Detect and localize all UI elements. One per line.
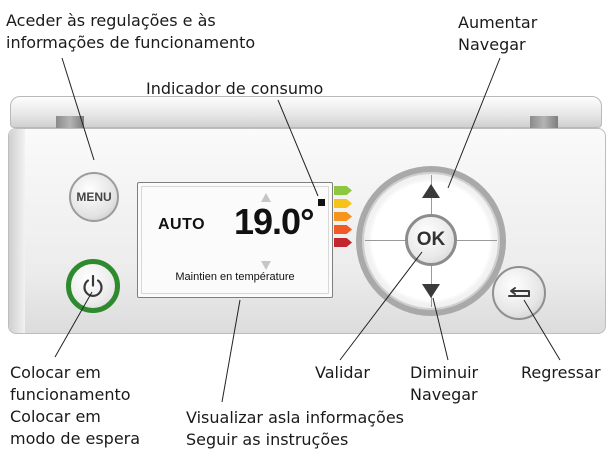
increase-button[interactable] bbox=[413, 176, 449, 206]
consumption-leader-line bbox=[277, 99, 319, 197]
temperature-value: 19.0° bbox=[234, 201, 314, 242]
power-callout: Colocar em funcionamento Colocar em modo… bbox=[10, 362, 140, 450]
display-callout: Visualizar asla informações Seguir as in… bbox=[186, 407, 404, 451]
down-arrow-icon bbox=[422, 284, 440, 298]
power-callout-line3: Colocar em bbox=[10, 407, 101, 426]
consumption-level-bar bbox=[334, 186, 352, 195]
panel-edge bbox=[9, 129, 25, 333]
settings-callout-line2: informações de funcionamento bbox=[6, 33, 256, 52]
consumption-level-bar bbox=[334, 225, 352, 234]
decrease-callout-line1: Diminuir bbox=[410, 363, 479, 382]
power-icon bbox=[83, 274, 103, 297]
decrease-callout: Diminuir Navegar bbox=[410, 362, 478, 406]
consumption-level-bar bbox=[334, 212, 352, 221]
increase-callout-line2: Navegar bbox=[458, 35, 526, 54]
menu-button[interactable]: MENU bbox=[69, 172, 119, 222]
screen-up-arrow-icon bbox=[261, 193, 271, 202]
status-message: Maintien en température bbox=[175, 271, 295, 283]
return-arrow-icon bbox=[508, 287, 530, 297]
lcd-screen: AUTO 19.0° Maintien en température bbox=[137, 182, 333, 298]
settings-leader-line bbox=[61, 57, 95, 161]
increase-leader-line bbox=[447, 57, 501, 189]
back-leader-line bbox=[523, 299, 561, 361]
lcd-screen-bezel bbox=[141, 186, 329, 294]
increase-callout: Aumentar Navegar bbox=[458, 12, 537, 56]
display-callout-line1: Visualizar asla informações bbox=[186, 408, 405, 427]
validate-callout: Validar bbox=[315, 363, 370, 382]
decrease-button[interactable] bbox=[413, 276, 449, 306]
wall-bracket bbox=[10, 96, 602, 128]
power-leader-line bbox=[54, 291, 93, 358]
power-callout-line1: Colocar em bbox=[10, 363, 101, 382]
increase-callout-line1: Aumentar bbox=[458, 13, 538, 32]
power-button[interactable] bbox=[66, 259, 120, 313]
settings-callout-line1: Aceder às regulações e às bbox=[6, 11, 216, 30]
display-leader-line bbox=[221, 299, 241, 403]
consumption-level-bar bbox=[334, 199, 352, 208]
power-callout-line2: funcionamento bbox=[10, 385, 131, 404]
decrease-leader-line bbox=[432, 297, 449, 361]
ok-button[interactable]: OK bbox=[405, 214, 457, 266]
back-callout: Regressar bbox=[521, 363, 601, 382]
screen-down-arrow-icon bbox=[261, 261, 271, 270]
back-button[interactable] bbox=[492, 266, 546, 320]
decrease-callout-line2: Navegar bbox=[410, 385, 478, 404]
up-arrow-icon bbox=[422, 184, 440, 198]
consumption-marker bbox=[318, 199, 325, 206]
display-callout-line2: Seguir as instruções bbox=[186, 430, 349, 449]
settings-callout: Aceder às regulações e às informações de… bbox=[6, 10, 255, 54]
consumption-level-bar bbox=[334, 238, 352, 247]
power-callout-line4: modo de espera bbox=[10, 429, 141, 448]
consumption-callout: Indicador de consumo bbox=[146, 79, 324, 98]
validate-leader-line bbox=[339, 251, 423, 361]
mode-label: AUTO bbox=[158, 216, 206, 233]
